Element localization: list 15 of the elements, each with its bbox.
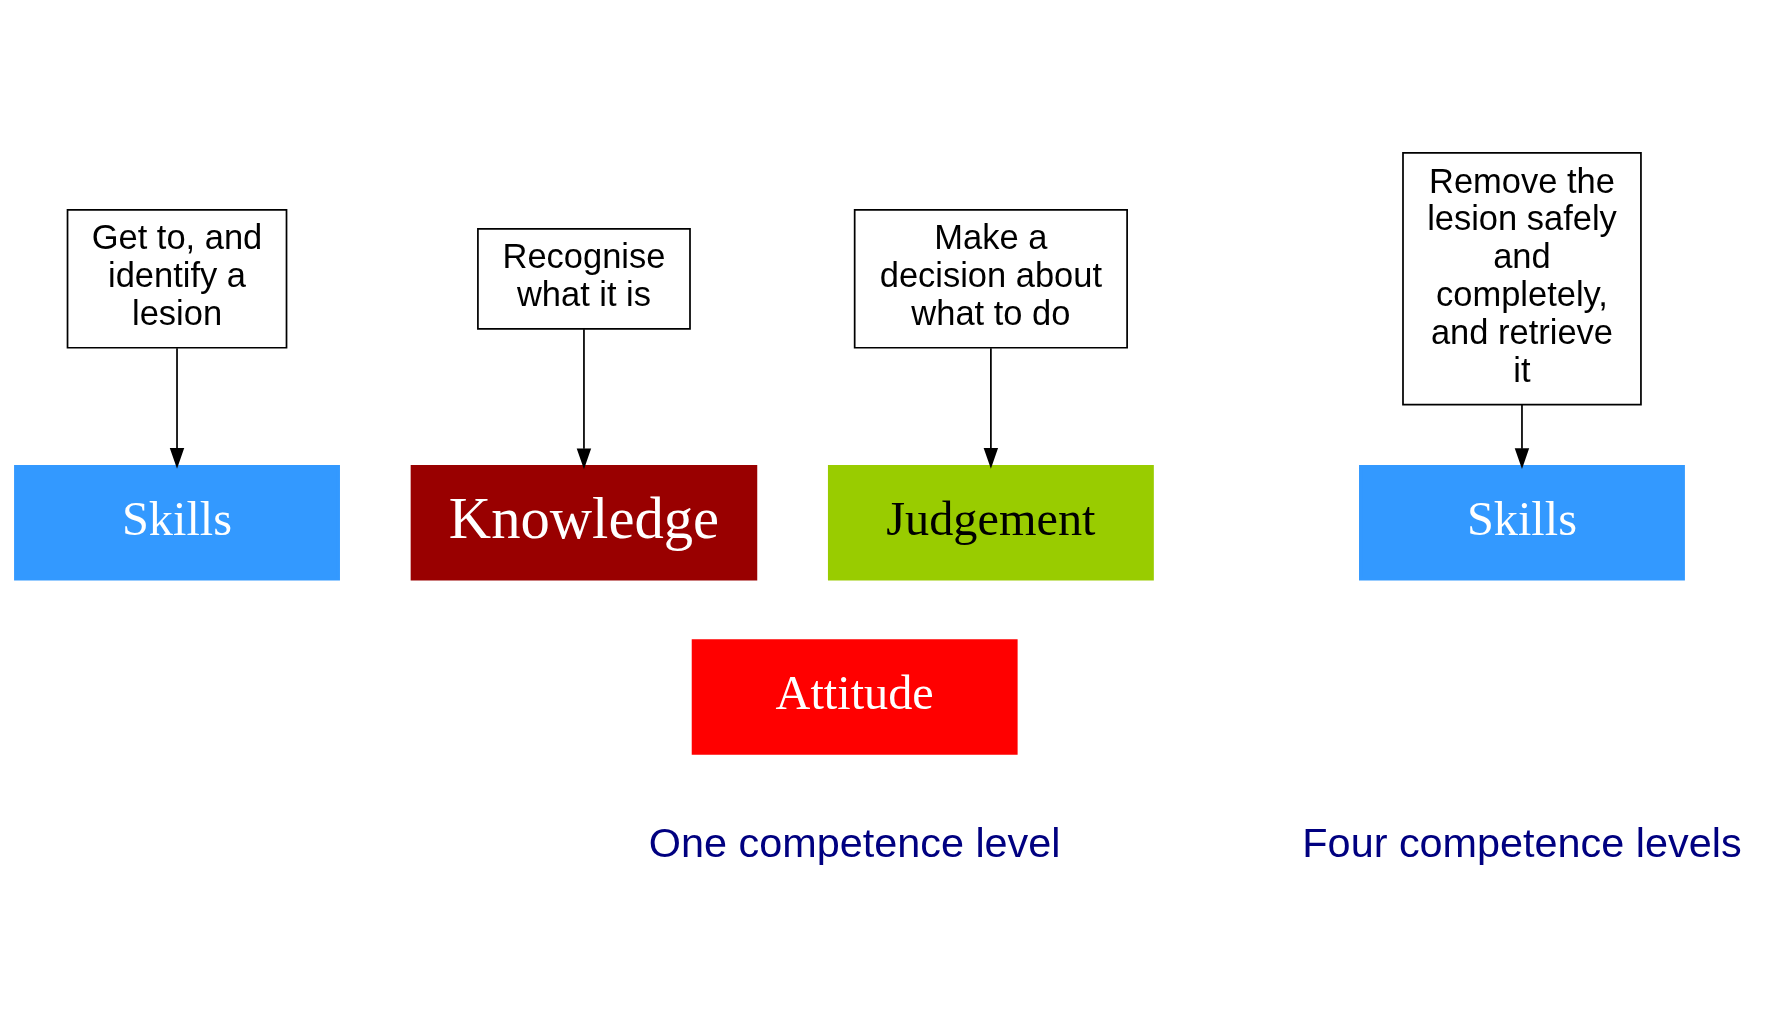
arrow	[983, 346, 999, 469]
node-box: Skills	[1359, 464, 1685, 581]
node-box: Remove the lesion safely and completely, and retrieve it	[1402, 151, 1642, 405]
node-box: Skills	[14, 464, 340, 581]
node-box: Get to, and identify a lesion	[66, 208, 288, 349]
arrow	[576, 327, 592, 469]
node-box: Make a decision about what to do	[853, 208, 1128, 349]
node-box: Attitude	[691, 638, 1018, 755]
arrow	[169, 346, 185, 469]
node-box: Judgement	[827, 464, 1154, 581]
arrow	[1514, 403, 1530, 469]
label: One competence level	[648, 819, 1061, 866]
label: Four competence levels	[1302, 819, 1742, 866]
node-box: Recognise what it is	[477, 227, 691, 330]
node-box: Knowledge	[410, 464, 758, 581]
